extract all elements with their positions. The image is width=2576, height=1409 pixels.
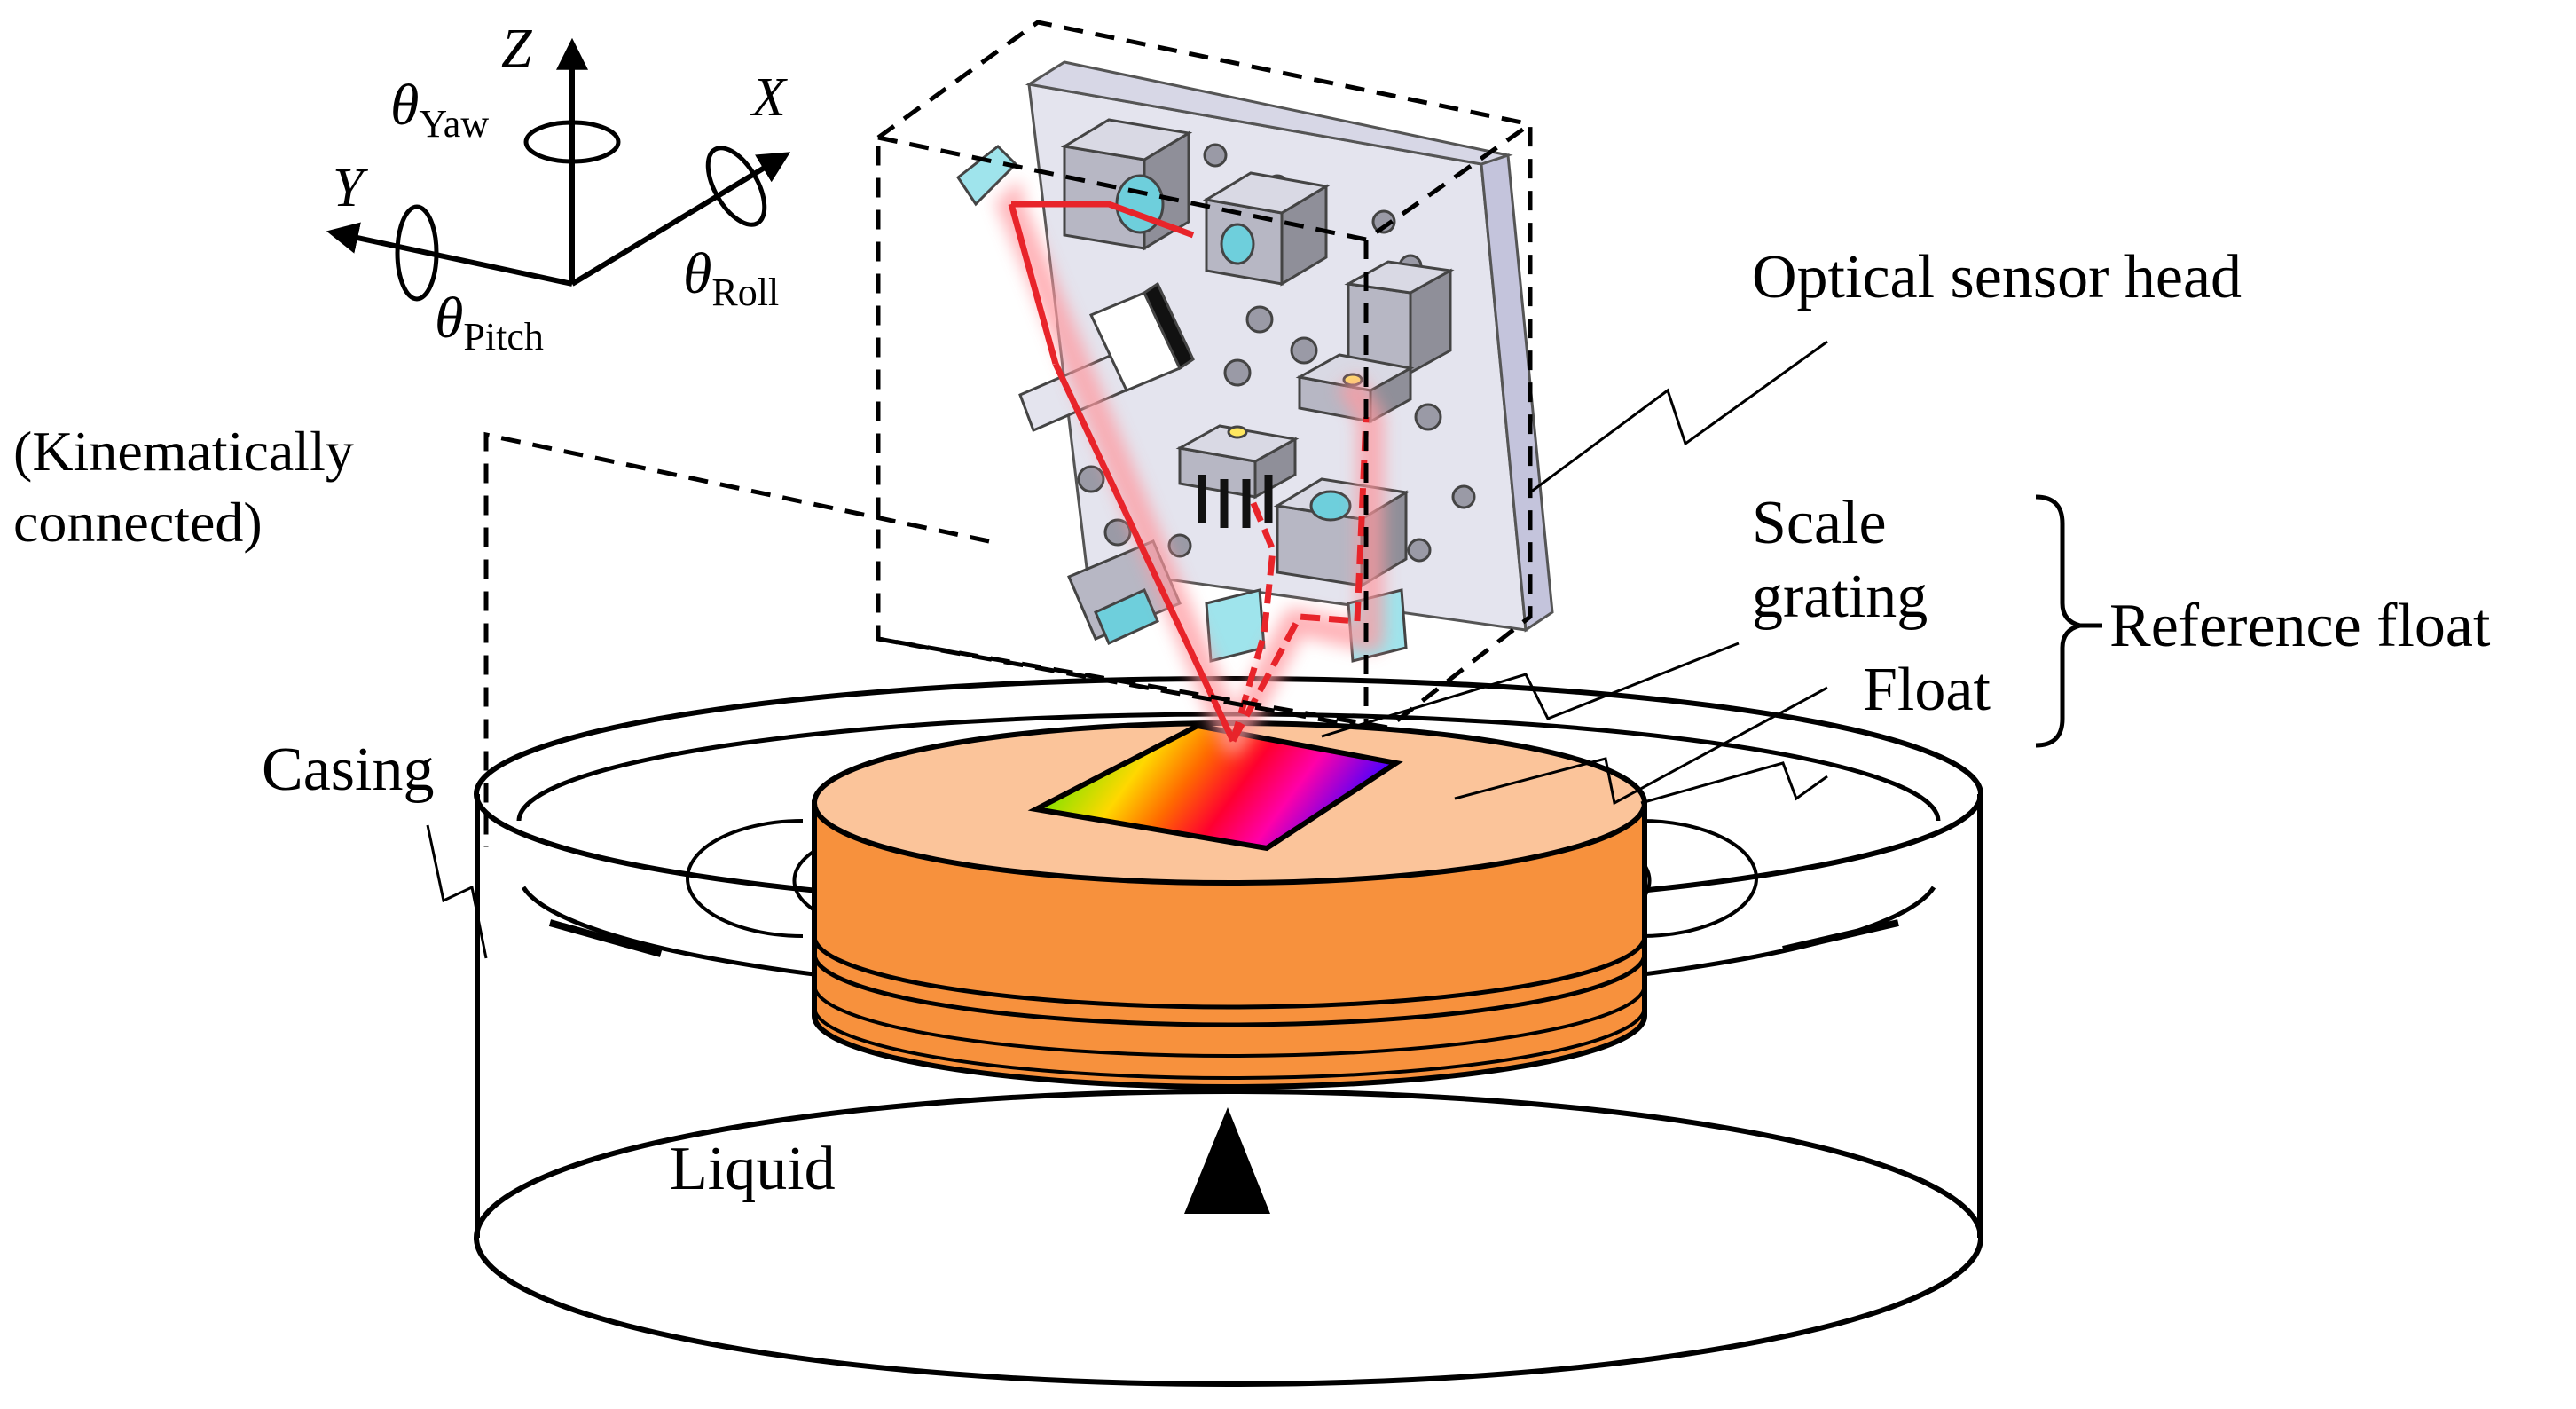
pitch-rotation-icon [395, 204, 439, 302]
x-axis [570, 152, 791, 287]
scale-grating-label-line1: Scale [1752, 489, 1887, 557]
y-axis [326, 222, 573, 287]
optical-sensor-head-label: Optical sensor head [1752, 243, 2242, 311]
laser-beam [1008, 201, 1370, 743]
x-axis-label: X [750, 67, 788, 128]
liquid-label: Liquid [670, 1135, 836, 1203]
leader-float [1454, 686, 1828, 806]
y-axis-label: Y [333, 158, 368, 218]
reference-float-brace [2035, 494, 2081, 748]
kinematic-label-line2: connected) [13, 491, 263, 554]
pivot-cone [1184, 1107, 1270, 1214]
theta-yaw-label: θYaw [390, 73, 489, 146]
leader-casing [426, 824, 488, 959]
scale-grating-label-line2: grating [1752, 563, 1928, 631]
leader-float-2 [1640, 761, 1828, 805]
kinematic-label-line1: (Kinematically [13, 420, 354, 483]
casing-label: Casing [262, 736, 434, 804]
leader-optical-head [1529, 340, 1828, 494]
roll-rotation-icon [705, 146, 767, 227]
scale-grating [1027, 722, 1403, 852]
axis-triad [326, 37, 791, 302]
theta-pitch-label: θPitch [435, 286, 544, 358]
z-axis-label: Z [501, 19, 532, 79]
kinematic-link [483, 431, 990, 847]
sensor-head-bounding-box [876, 20, 1533, 730]
leader-lines [426, 340, 2102, 959]
yaw-rotation-icon [523, 120, 621, 164]
float-label: Float [1863, 656, 1991, 724]
float [812, 720, 1647, 1090]
reference-float-label: Reference float [2109, 592, 2491, 660]
optical-sensor-head [955, 60, 1554, 754]
labels: Z X Y θYaw θRoll θPitch (Kinematically c… [13, 19, 2491, 1203]
theta-roll-label: θRoll [683, 241, 779, 314]
leader-scale-grating [1321, 642, 1740, 738]
